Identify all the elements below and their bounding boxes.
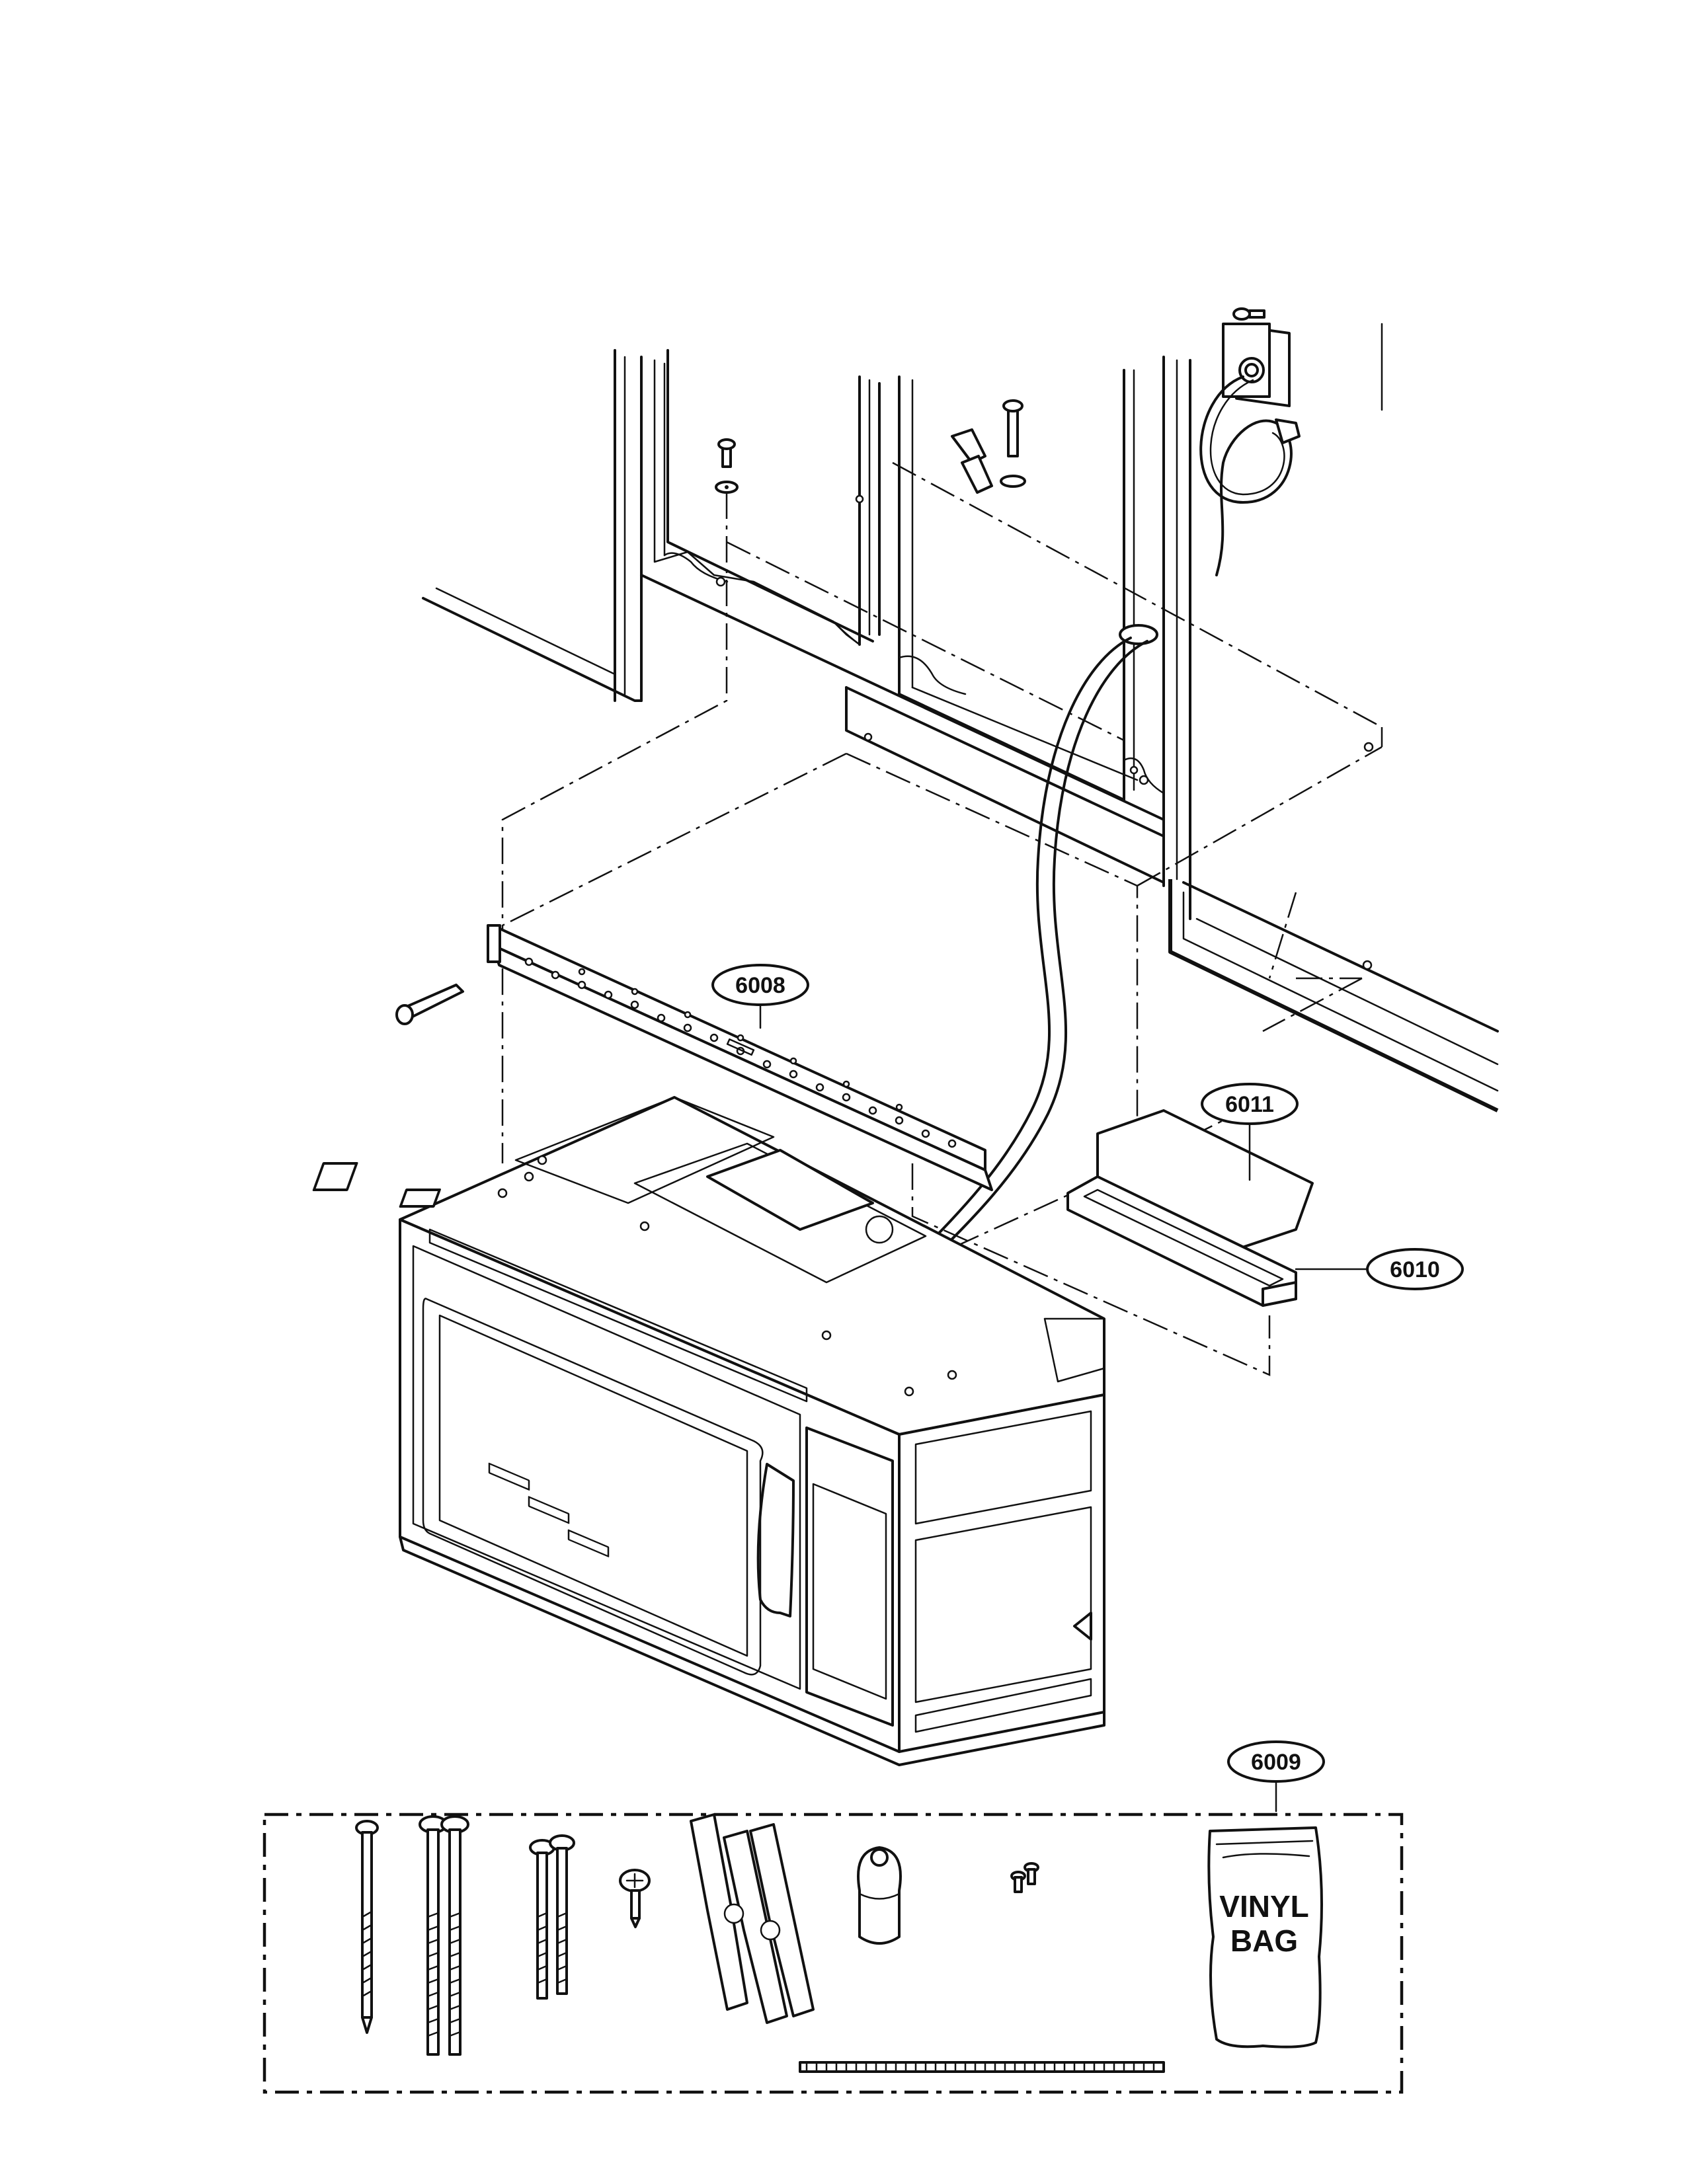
callout-label-6009: 6009 xyxy=(1251,1750,1301,1775)
cabinet-screws-top xyxy=(715,399,1026,494)
callout-6010: 6010 xyxy=(1295,1248,1464,1290)
callout-label-6010: 6010 xyxy=(1390,1257,1440,1282)
wood-screw xyxy=(355,1820,379,2034)
microwave-oven xyxy=(312,1096,1105,1766)
callout-label-6008: 6008 xyxy=(735,973,785,998)
short-bolts xyxy=(529,1834,575,2000)
wall-outlet-power-cord xyxy=(1199,307,1301,576)
cable-strip xyxy=(799,2061,1165,2073)
mounting-plate xyxy=(395,924,993,1191)
callout-6009: 6009 xyxy=(1227,1740,1325,1813)
vinyl-bag: VINYL BAG xyxy=(1207,1826,1323,2048)
callout-6008: 6008 xyxy=(711,964,809,1029)
hardware-kit-box: VINYL BAG xyxy=(262,1813,1404,2094)
vinyl-bag-label-line1: VINYL xyxy=(1219,1889,1308,1924)
toggle-wings xyxy=(690,1813,815,2024)
cable-clamp xyxy=(857,1846,902,1945)
pan-screw xyxy=(619,1869,651,1928)
vinyl-bag-label-line2: BAG xyxy=(1230,1924,1298,1958)
upper-cabinets xyxy=(422,323,1499,1112)
callout-label-6011: 6011 xyxy=(1225,1092,1274,1117)
filter-housing-6010 xyxy=(1066,1175,1297,1307)
callout-6011: 6011 xyxy=(1201,1083,1299,1181)
long-bolts xyxy=(419,1815,469,2056)
tiny-screws xyxy=(1010,1862,1039,1893)
